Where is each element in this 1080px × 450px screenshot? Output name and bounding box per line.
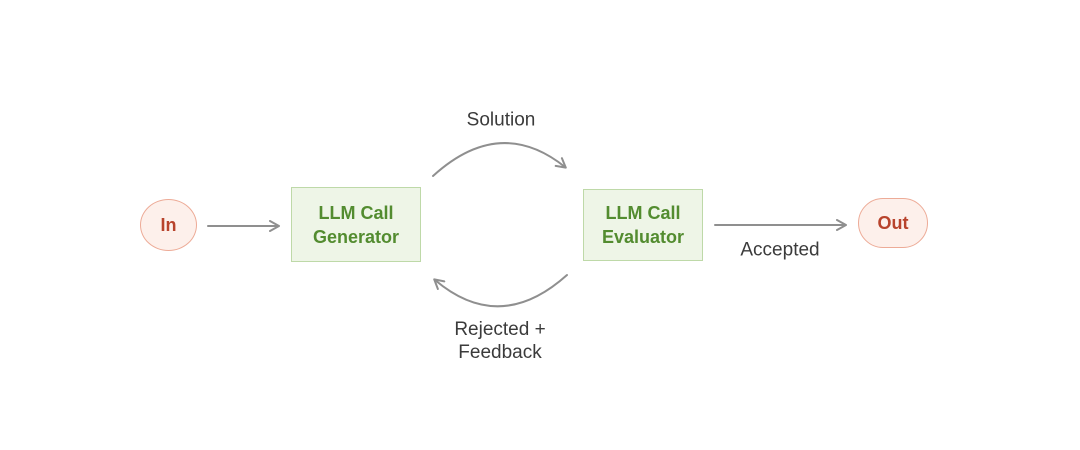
node-generator-label: LLM Call Generator — [313, 201, 399, 249]
node-out: Out — [858, 198, 928, 248]
edge-label-rejected-line1: Rejected + — [454, 319, 546, 340]
node-in-label: In — [160, 214, 177, 235]
edge-generator-to-evaluator-solution — [432, 142, 567, 177]
node-evaluator-label: LLM Call Evaluator — [602, 201, 684, 249]
node-llm-call-generator: LLM Call Generator — [291, 187, 421, 262]
node-evaluator-label-line2: Evaluator — [601, 227, 685, 247]
node-llm-call-evaluator: LLM Call Evaluator — [583, 189, 703, 261]
node-evaluator-label-line1: LLM Call — [605, 203, 681, 223]
edge-label-solution: Solution — [466, 109, 536, 131]
edge-label-rejected-line2: Feedback — [458, 342, 542, 363]
node-out-label: Out — [877, 212, 909, 233]
edge-label-rejected-feedback: Rejected + Feedback — [454, 318, 545, 364]
node-generator-label-line1: LLM Call — [318, 202, 394, 223]
edge-label-accepted: Accepted — [740, 239, 820, 261]
edge-evaluator-to-generator-rejected — [433, 274, 568, 308]
node-generator-label-line2: Generator — [312, 226, 400, 247]
node-in: In — [140, 199, 197, 251]
